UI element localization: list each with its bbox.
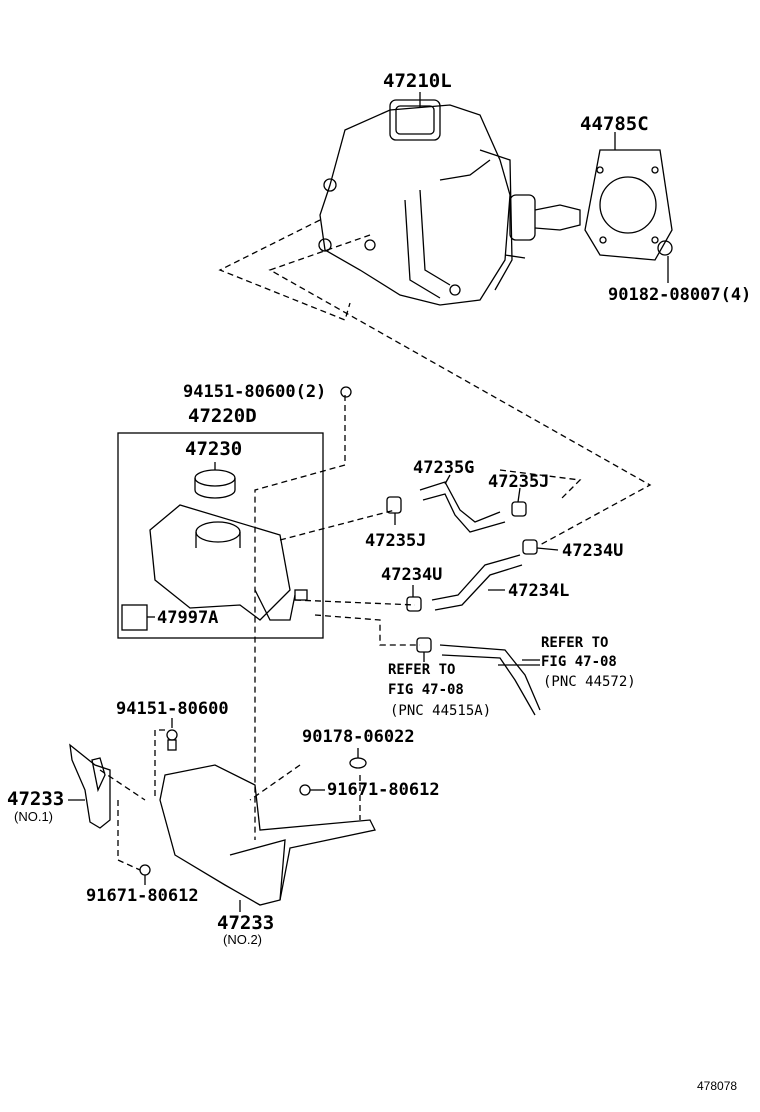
gasket-drawing [584,132,673,283]
label-47235J-right: 47235J [488,472,550,492]
label-47233-no1: 47233 [7,788,65,810]
reservoir-cap-drawing [194,462,236,499]
connection-lines [99,219,652,871]
label-47234U-left: 47234U [381,565,443,585]
refer-left-line3: (PNC 44515A) [390,703,492,719]
refer-right-line2: FIG 47-08 [541,654,617,670]
refer-right-line3: (PNC 44572) [543,674,636,690]
hose-47235g-drawing [419,474,506,533]
label-94151-80600-2: 94151-80600(2) [183,382,327,402]
label-47235G: 47235G [413,458,475,478]
bracket-no1-drawing [68,743,111,829]
refer-left-line2: FIG 47-08 [388,682,464,698]
refer-left-line1: REFER TO [388,662,456,678]
bracket-no2-drawing [139,718,376,912]
label-94151-80600: 94151-80600 [116,699,229,719]
reservoir-tank-drawing [121,504,308,631]
reservoir-group-frame [117,432,324,639]
label-91671-80612-right: 91671-80612 [327,780,440,800]
refer-right-line1: REFER TO [541,635,609,651]
hose-44572-drawing [439,644,541,716]
label-47210L: 47210L [383,70,452,92]
clips-drawing [340,386,559,666]
label-90182-08007: 90182-08007(4) [608,285,752,305]
brake-booster-drawing [318,99,581,306]
label-47234U-right: 47234U [562,541,624,561]
label-47235J-left: 47235J [365,531,427,551]
label-47234L: 47234L [508,581,570,601]
hose-47234l-drawing [431,554,523,611]
label-47997A: 47997A [157,608,219,628]
label-90178-06022: 90178-06022 [302,727,415,747]
label-47220D: 47220D [188,405,257,427]
label-47233-no2: 47233 [217,912,275,934]
figure-number: 478078 [697,1079,738,1093]
label-44785C: 44785C [580,113,649,135]
label-47230: 47230 [185,438,243,460]
label-91671-80612-left: 91671-80612 [86,886,199,906]
label-47233-no2-sub: (NO.2) [223,932,262,947]
label-47233-no1-sub: (NO.1) [14,809,53,824]
